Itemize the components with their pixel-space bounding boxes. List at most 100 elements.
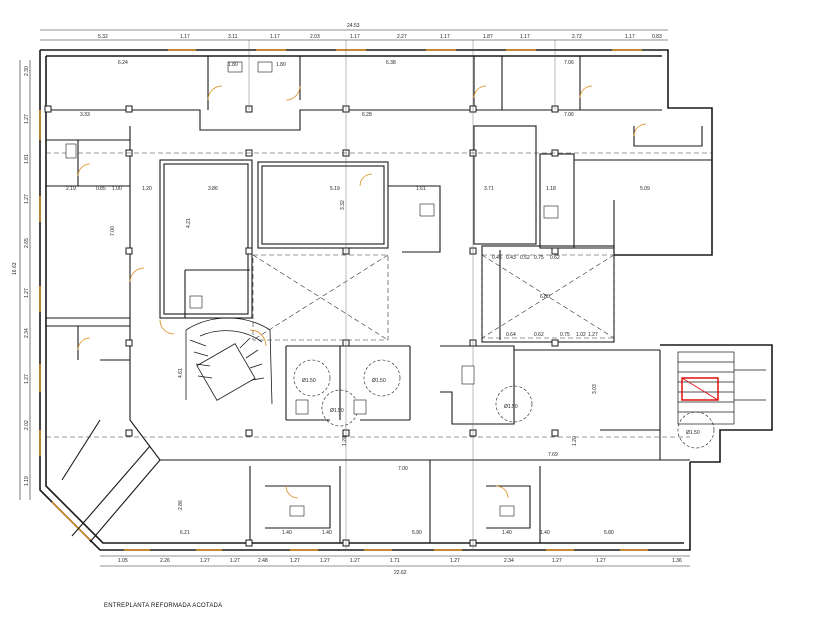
left-dim: 1.19 xyxy=(24,476,30,486)
room-dim: 7.06 xyxy=(564,60,574,66)
overall-top-dimension: 24.53 xyxy=(347,23,360,29)
room-dim: 0.85 xyxy=(96,186,106,192)
bottom-dim: 1.27 xyxy=(320,558,330,564)
room-dim: 1.40 xyxy=(540,530,550,536)
bottom-dim: 2.34 xyxy=(504,558,514,564)
room-dim: 2.19 xyxy=(66,186,76,192)
room-dim: 6.28 xyxy=(362,112,372,118)
left-dimension-column: 2.30 1.27 1.81 1.27 2.65 1.27 2.34 1.27 … xyxy=(24,66,30,486)
room-dim: 6.21 xyxy=(180,530,190,536)
interior-walls xyxy=(46,56,712,543)
room-dim: 1.27 xyxy=(588,332,598,338)
bottom-dim: 1.27 xyxy=(350,558,360,564)
top-dimension-row: 5.32 1.17 3.11 1.17 2.03 1.17 2.27 1.17 … xyxy=(98,34,662,40)
top-dim: 5.32 xyxy=(98,34,108,40)
room-dim: 6.80 xyxy=(540,294,550,300)
room-dim: 4.21 xyxy=(186,218,192,228)
room-dim: 1.80 xyxy=(228,62,238,68)
room-dim: 7.69 xyxy=(548,452,558,458)
room-dim: 0.75 xyxy=(534,255,544,261)
left-dim: 2.02 xyxy=(24,420,30,430)
left-dim: 1.81 xyxy=(24,154,30,164)
room-dim: 1.40 xyxy=(282,530,292,536)
room-dim: 1.02 xyxy=(576,332,586,338)
room-dim: 3.86 xyxy=(208,186,218,192)
bottom-dim: 1.27 xyxy=(230,558,240,564)
left-dim: 1.27 xyxy=(24,114,30,124)
dashed-grid-lines xyxy=(46,152,712,438)
room-dim: 6.24 xyxy=(118,60,128,66)
room-dim: 3.71 xyxy=(484,186,494,192)
bottom-dim: 2.48 xyxy=(258,558,268,564)
room-dim: 7.06 xyxy=(564,112,574,118)
top-dim: 1.87 xyxy=(483,34,493,40)
left-dim: 1.27 xyxy=(24,374,30,384)
drawing-caption: ENTREPLANTA REFORMADA ACOTADA xyxy=(104,603,223,609)
room-dim: 1.40 xyxy=(322,530,332,536)
room-dim: 1.80 xyxy=(276,62,286,68)
bottom-dim: 1.05 xyxy=(118,558,128,564)
top-dim: 1.17 xyxy=(625,34,635,40)
stair-core xyxy=(677,351,766,425)
top-dim: 1.17 xyxy=(350,34,360,40)
room-dim: 0.45 xyxy=(492,255,502,261)
top-dim: 1.17 xyxy=(270,34,280,40)
top-dim: 0.83 xyxy=(652,34,662,40)
turning-circle-label: Ø1.50 xyxy=(504,404,518,410)
room-dim: 3.03 xyxy=(592,384,598,394)
top-dim: 2.03 xyxy=(310,34,320,40)
left-dim: 2.65 xyxy=(24,238,30,248)
bottom-dim: 1.27 xyxy=(290,558,300,564)
room-dim: 1.40 xyxy=(502,530,512,536)
bottom-dim: 1.27 xyxy=(200,558,210,564)
door-swings xyxy=(77,85,647,499)
room-dim: 5.90 xyxy=(412,530,422,536)
top-dim: 1.17 xyxy=(180,34,190,40)
room-dim: 5.09 xyxy=(640,186,650,192)
room-dim: 3.33 xyxy=(80,112,90,118)
bottom-dim: 2.26 xyxy=(160,558,170,564)
bottom-dim: 1.71 xyxy=(390,558,400,564)
elevator-cross xyxy=(681,377,719,401)
elevator-highlight xyxy=(681,377,719,401)
room-dim: 1.61 xyxy=(416,186,426,192)
top-dim: 1.17 xyxy=(440,34,450,40)
overall-left-dimension: 16.63 xyxy=(12,262,18,275)
bottom-dim: 1.27 xyxy=(450,558,460,564)
room-dimensions: 6.24 6.38 7.06 3.33 6.28 7.06 2.19 0.85 … xyxy=(66,60,650,536)
exterior-walls xyxy=(39,49,773,551)
room-dim: 1.20 xyxy=(572,436,578,446)
turning-circle-label: Ø1.50 xyxy=(330,408,344,414)
room-dim: 0.52 xyxy=(520,255,530,261)
room-dim: 7.00 xyxy=(398,466,408,472)
room-dim: 6.38 xyxy=(386,60,396,66)
turning-circle-label: Ø1.50 xyxy=(302,378,316,384)
left-dim: 2.30 xyxy=(24,66,30,76)
room-dim: 1.20 xyxy=(342,436,348,446)
room-dim: 7.00 xyxy=(110,226,116,236)
overall-dimension-lines xyxy=(19,29,690,567)
room-dim: 1.20 xyxy=(142,186,152,192)
sanitary-fixtures xyxy=(65,61,559,517)
room-dim: 0.64 xyxy=(506,332,516,338)
room-dim: 0.75 xyxy=(560,332,570,338)
room-dim: 1.00 xyxy=(112,186,122,192)
top-dim: 3.11 xyxy=(228,34,238,40)
facade-windows xyxy=(39,49,648,551)
left-dim: 1.27 xyxy=(24,194,30,204)
left-dim: 2.34 xyxy=(24,328,30,338)
left-dim: 1.27 xyxy=(24,288,30,298)
top-dim: 2.72 xyxy=(572,34,582,40)
room-dim: 4.61 xyxy=(178,368,184,378)
top-dim: 2.27 xyxy=(397,34,407,40)
overall-bottom-dimension: 22.62 xyxy=(394,570,407,576)
bottom-dim: 1.27 xyxy=(596,558,606,564)
room-dim: 3.32 xyxy=(340,200,346,210)
room-dim: 0.43 xyxy=(506,255,516,261)
room-dim: 0.62 xyxy=(534,332,544,338)
room-dim: 5.19 xyxy=(330,186,340,192)
turning-circle-label: Ø1.50 xyxy=(372,378,386,384)
room-dim: 2.86 xyxy=(178,500,184,510)
room-dim: 5.80 xyxy=(604,530,614,536)
